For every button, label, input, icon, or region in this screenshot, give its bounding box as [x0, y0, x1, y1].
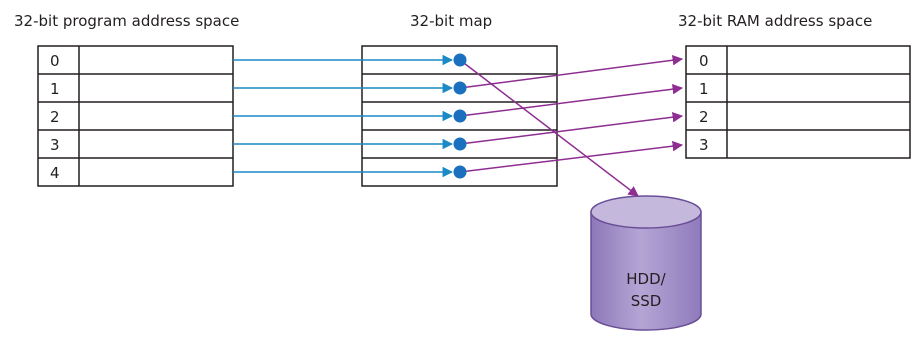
program-table-frame [37, 45, 234, 187]
mapping-arrow-3-to-ram-2 [459, 111, 684, 145]
program-to-map-arrows [233, 54, 454, 178]
ram-row-label-2: 2 [699, 108, 709, 126]
storage-disk-icon: HDD/ SSD [590, 195, 702, 331]
program-row-label-0: 0 [50, 52, 60, 70]
map-dot-1 [453, 81, 467, 95]
mapping-arrow-1-to-ram-0 [459, 55, 684, 89]
ram-row-label-3: 3 [699, 136, 709, 154]
map-dot-3 [453, 137, 467, 151]
program-row-label-2: 2 [50, 108, 60, 126]
disk-label-line1: HDD/ [626, 270, 666, 288]
map-to-target-arrows [459, 55, 684, 197]
disk-top [590, 195, 702, 229]
map-entry-dots [453, 53, 467, 179]
map-dot-0 [453, 53, 467, 67]
program-address-table: 0 1 2 3 4 [37, 45, 234, 187]
disk-label-line2: SSD [631, 292, 662, 310]
program-space-title: 32-bit program address space [14, 12, 239, 30]
program-row-label-1: 1 [50, 80, 60, 98]
map-dot-2 [453, 109, 467, 123]
mapping-arrow-2-to-ram-1 [459, 83, 684, 117]
ram-address-table: 0 1 2 3 [685, 45, 911, 159]
ram-row-label-1: 1 [699, 80, 709, 98]
disk-body [590, 211, 702, 331]
map-title: 32-bit map [410, 12, 492, 30]
ram-space-title: 32-bit RAM address space [678, 12, 872, 30]
ram-row-label-0: 0 [699, 52, 709, 70]
mapping-arrow-0-to-disk [459, 59, 639, 197]
program-row-label-4: 4 [50, 164, 60, 182]
mapping-arrow-4-to-ram-3 [459, 140, 684, 173]
map-dot-4 [453, 165, 467, 179]
program-row-label-3: 3 [50, 136, 60, 154]
